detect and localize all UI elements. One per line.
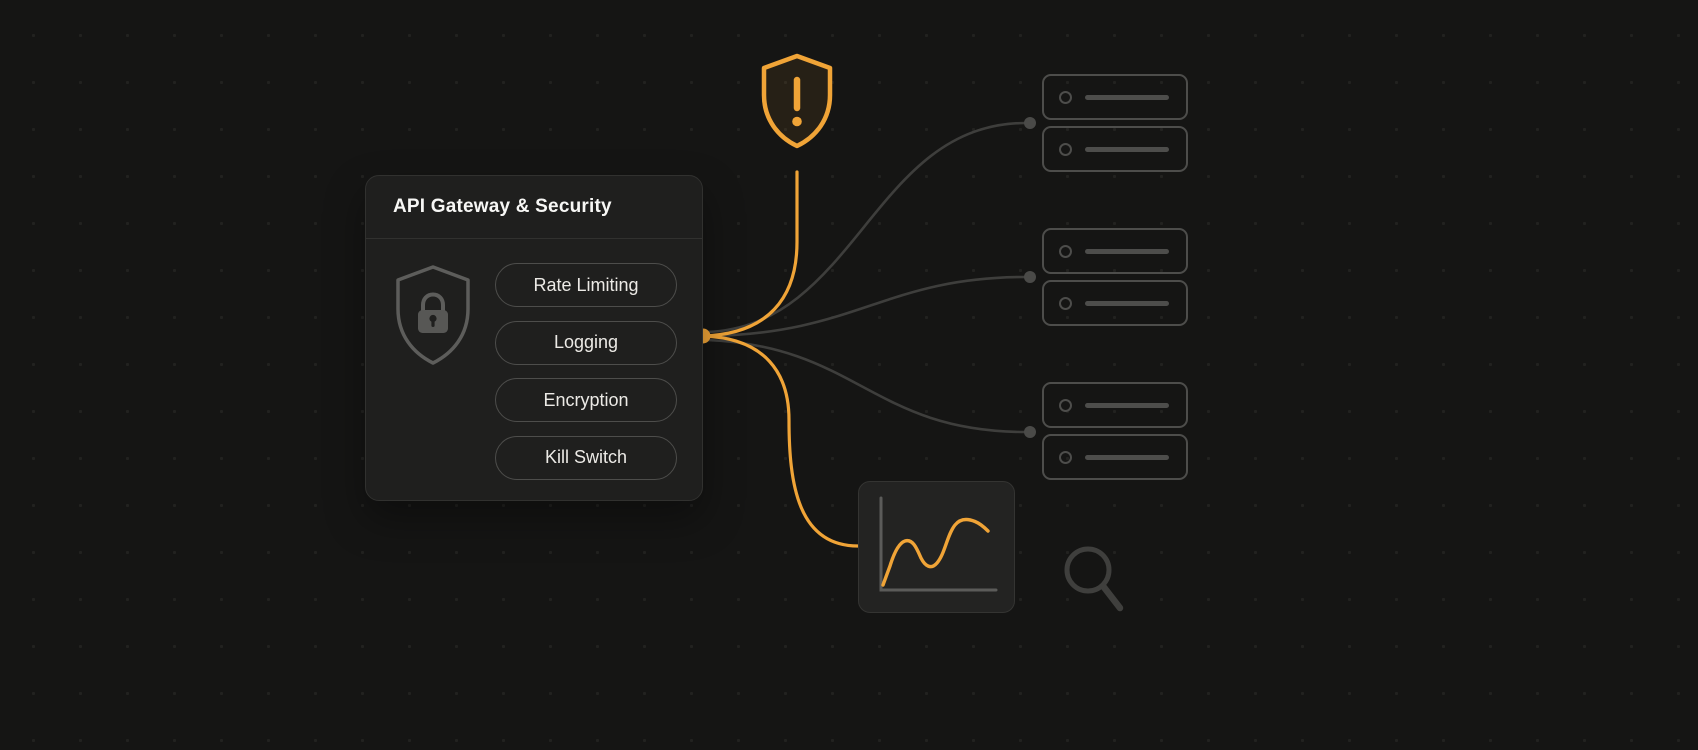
server-indicator-icon <box>1059 90 1072 104</box>
server-row <box>1042 126 1188 172</box>
server-stack-1 <box>1042 74 1188 178</box>
server-stack-2 <box>1042 228 1188 332</box>
api-gateway-card: API Gateway & Security Rate Limiting Log… <box>365 175 703 501</box>
feature-pill-list: Rate Limiting Logging Encryption Kill Sw… <box>495 263 677 493</box>
card-title: API Gateway & Security <box>393 196 612 217</box>
card-body: Rate Limiting Logging Encryption Kill Sw… <box>366 239 702 500</box>
server-row <box>1042 74 1188 120</box>
server-indicator-icon <box>1059 296 1072 310</box>
server-row <box>1042 382 1188 428</box>
server-indicator-icon <box>1059 398 1072 412</box>
server-slot-line <box>1085 454 1169 460</box>
server-row <box>1042 434 1188 480</box>
server-row <box>1042 228 1188 274</box>
pill-label: Encryption <box>543 389 629 410</box>
pill-encryption: Encryption <box>495 378 677 422</box>
server-slot-line <box>1085 94 1169 100</box>
card-header: API Gateway & Security <box>366 176 702 239</box>
server-indicator-icon <box>1059 142 1072 156</box>
server-node-dot <box>1024 426 1036 438</box>
pill-kill-switch: Kill Switch <box>495 435 677 480</box>
server-slot-line <box>1085 300 1169 306</box>
pill-rate-limiting: Rate Limiting <box>495 263 677 307</box>
server-slot-line <box>1085 402 1169 408</box>
server-indicator-icon <box>1059 244 1072 258</box>
server-indicator-icon <box>1059 450 1072 464</box>
server-node-dot <box>1024 271 1036 283</box>
server-slot-line <box>1085 146 1169 152</box>
pill-label: Kill Switch <box>544 447 628 467</box>
search-icon <box>1058 540 1128 620</box>
server-node-dot <box>1024 117 1036 129</box>
pill-label: Rate Limiting <box>533 274 639 295</box>
pill-label: Logging <box>553 332 619 352</box>
pill-logging: Logging <box>495 320 677 365</box>
shield-alert-icon <box>758 53 836 149</box>
server-stack-3 <box>1042 382 1188 486</box>
line-chart-icon <box>858 481 1015 613</box>
shield-lock-icon <box>392 263 474 367</box>
server-row <box>1042 280 1188 326</box>
server-slot-line <box>1085 248 1169 254</box>
